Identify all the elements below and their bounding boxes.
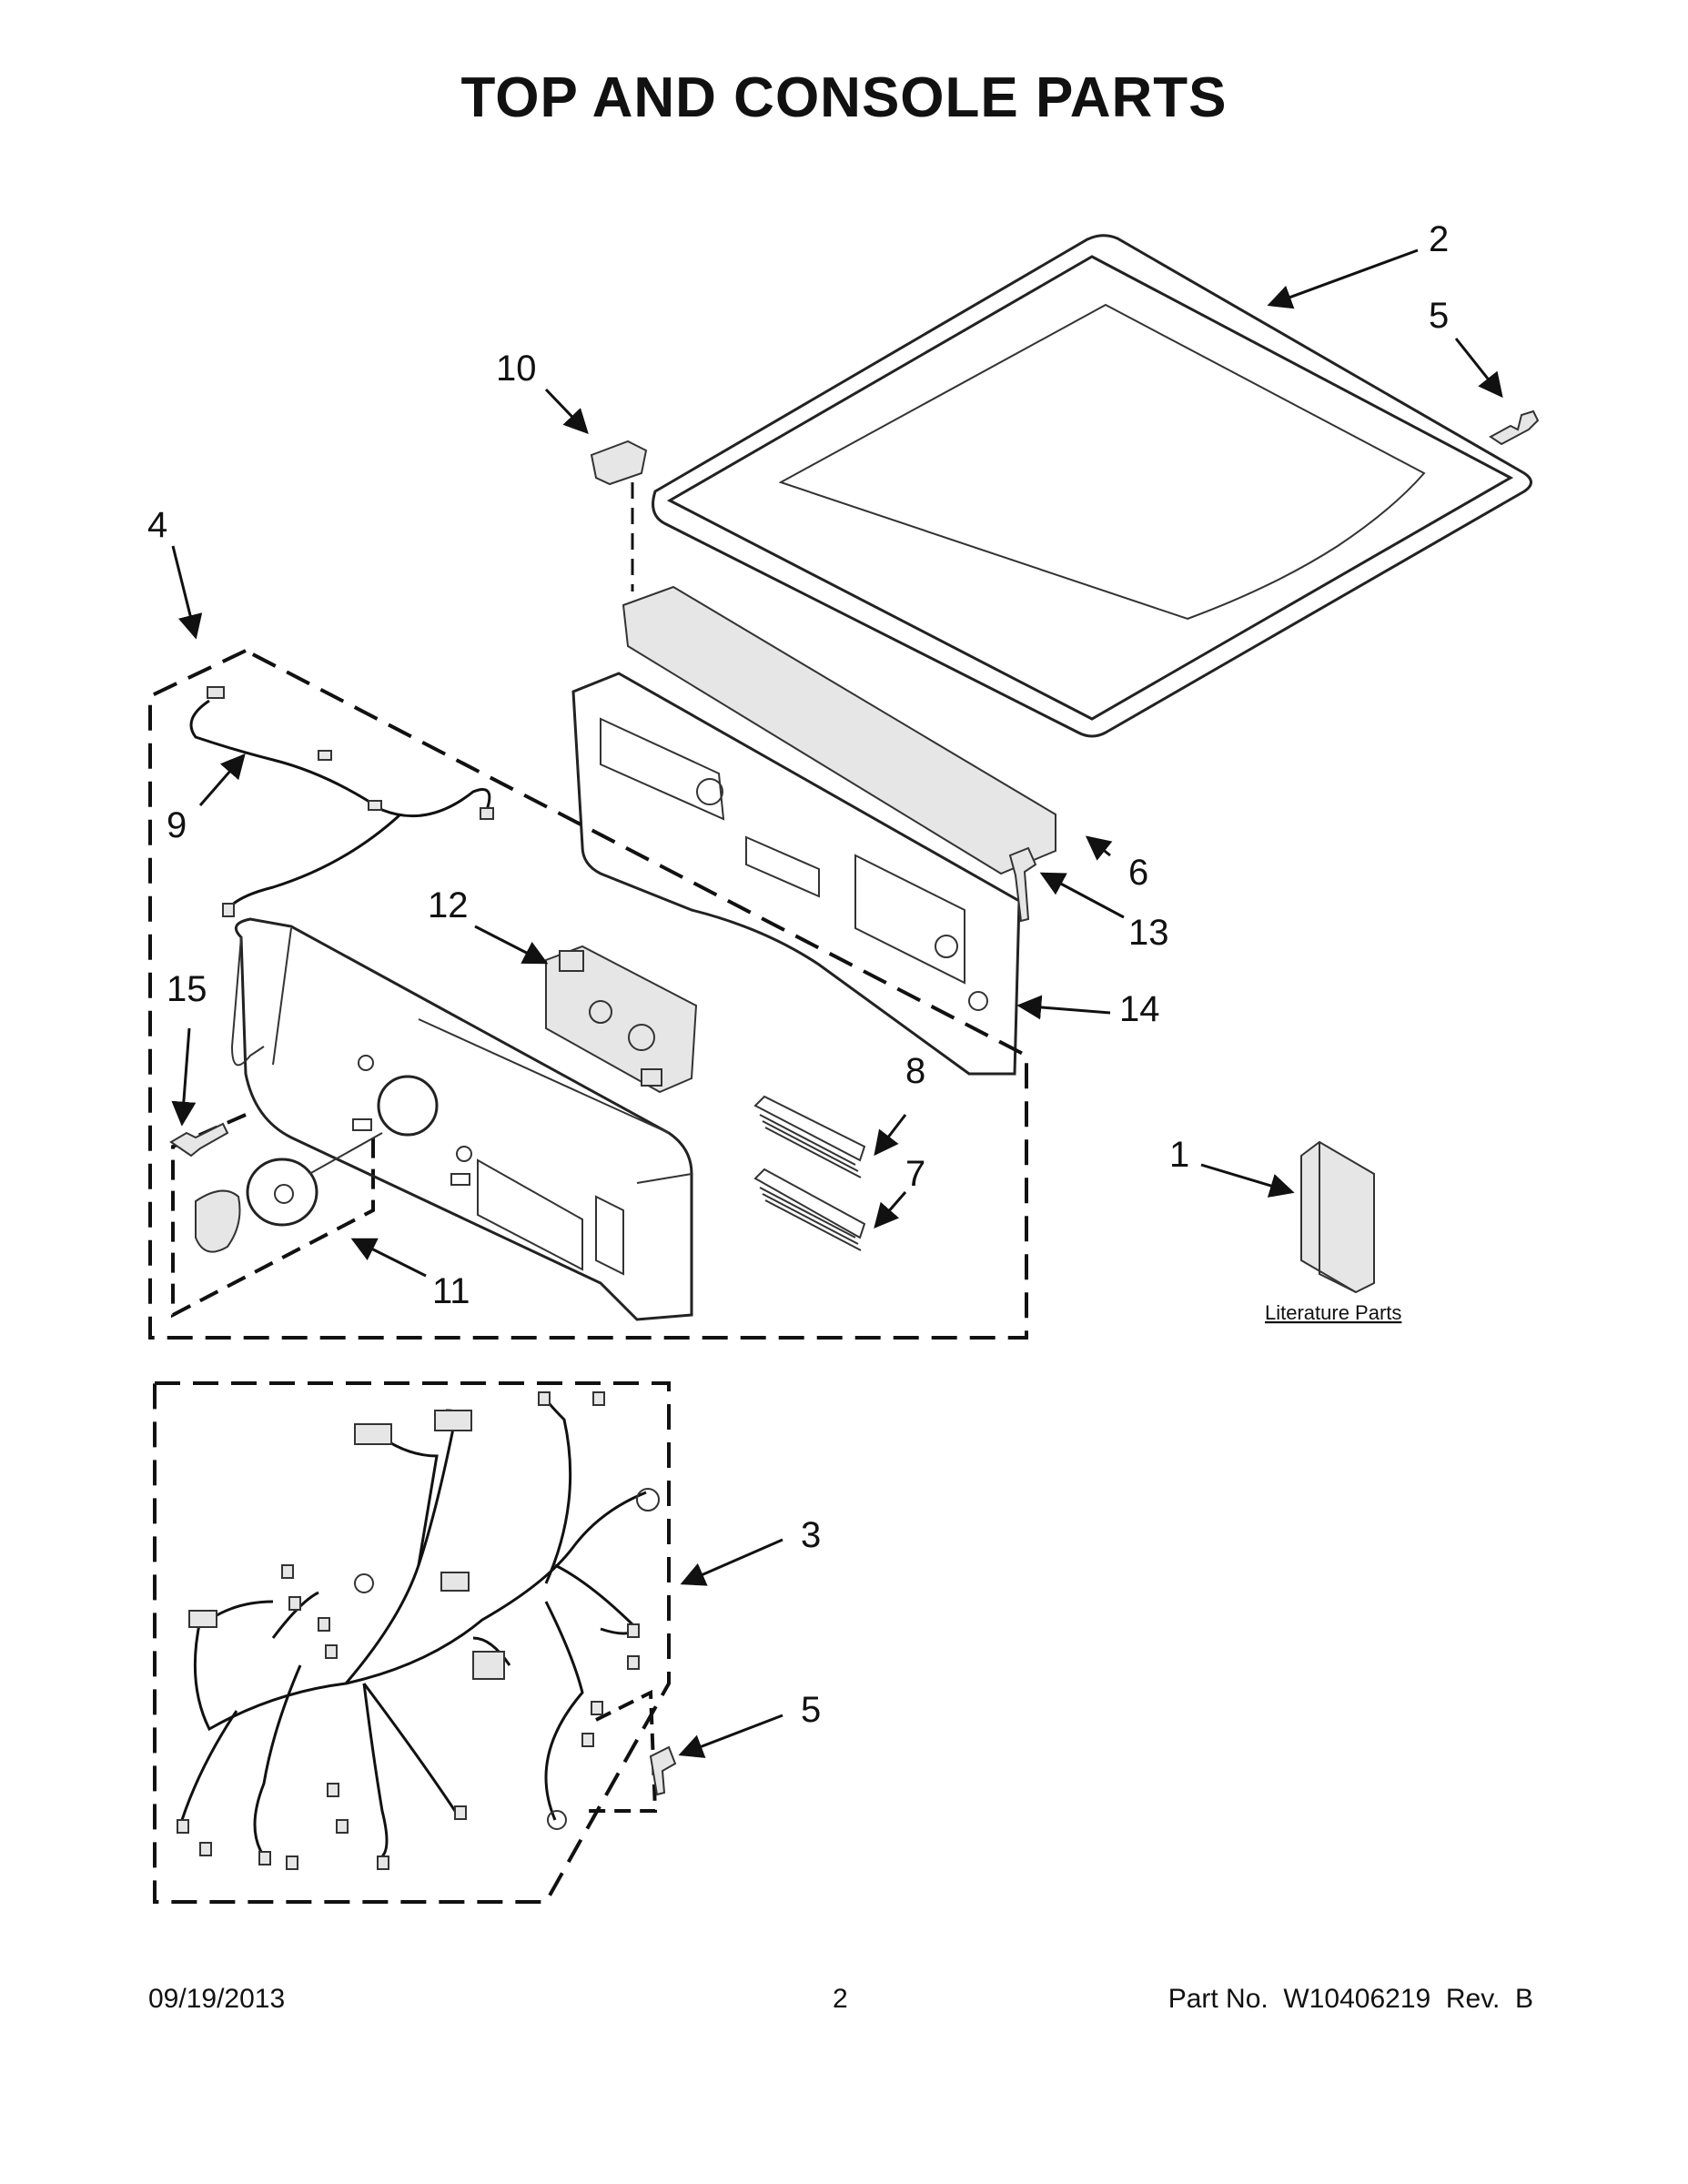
callout-7: 7 <box>905 1154 925 1194</box>
callout-10: 9 <box>167 805 187 845</box>
literature-book <box>1300 1140 1375 1294</box>
harness-screw-box <box>582 1689 658 1813</box>
screw-9 <box>1008 846 1037 923</box>
callout-13: 12 <box>428 885 469 925</box>
knob-subassembly-box <box>171 1113 375 1319</box>
screw-15 <box>169 1122 229 1158</box>
top-panel <box>652 234 1532 738</box>
ribbon-connectors <box>753 1095 866 1251</box>
console-housing <box>230 917 693 1321</box>
footer-page-number: 2 <box>833 1984 848 2014</box>
callout-1: 1 <box>1169 1135 1189 1175</box>
callout-4: 4 <box>147 505 167 545</box>
callout-3: 3 <box>801 1515 821 1555</box>
main-wire-harness <box>177 1391 677 1870</box>
literature-parts-label: Literature Parts <box>1265 1301 1401 1324</box>
callout-5-bottom: 5 <box>801 1690 821 1730</box>
footer-date: 09/19/2013 <box>148 1984 286 2014</box>
callout-5-top: 5 <box>1429 296 1449 336</box>
control-board <box>545 945 698 1094</box>
callout-2: 2 <box>1429 219 1449 259</box>
callout-labels: 2 5 10 4 9 12 6 13 14 15 8 7 1 11 3 5 Li… <box>147 219 1449 1730</box>
knob-assembly <box>195 1132 383 1253</box>
callout-14: 11 <box>432 1271 470 1311</box>
callout-12: 10 <box>496 349 537 389</box>
clip-part <box>590 440 648 592</box>
callout-8: 8 <box>905 1051 925 1091</box>
footer-part-number: Part No. W10406219 Rev. B <box>1167 1984 1533 2014</box>
screw-top <box>1489 410 1540 446</box>
callout-15: 15 <box>167 969 207 1009</box>
callout-11: 14 <box>1119 989 1160 1029</box>
callout-6: 6 <box>1128 853 1148 893</box>
console-wire-harness <box>189 686 494 917</box>
main-harness-box <box>153 1381 671 1904</box>
console-assembly-box <box>148 648 1028 1340</box>
leader-lines <box>171 248 1503 1758</box>
console-rear-panel <box>571 585 1056 1076</box>
page-title: TOP AND CONSOLE PARTS <box>460 66 1228 129</box>
callout-9: 13 <box>1128 913 1169 953</box>
